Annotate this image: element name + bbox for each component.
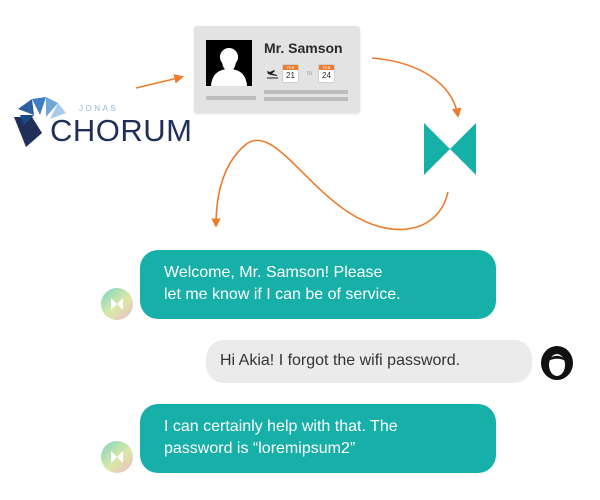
- jonas-chorum-logo: JONAS CHORUM: [12, 95, 192, 150]
- logo-chorum-text: CHORUM: [50, 113, 193, 148]
- checkin-calendar-icon: FEB 21: [282, 64, 299, 83]
- chat-bubble-bot: Welcome, Mr. Samson! Please let me know …: [140, 250, 496, 319]
- checkin-day: 21: [286, 71, 295, 80]
- guest-name: Mr. Samson: [264, 40, 343, 56]
- placeholder-line: [206, 96, 256, 100]
- airplane-arrival-icon: [267, 70, 278, 79]
- date-range-connector: to: [307, 71, 313, 77]
- akia-bowtie-icon: [111, 298, 123, 310]
- arrow-bowtie-to-chat: [211, 139, 449, 231]
- arrow-card-to-bowtie: [371, 57, 462, 118]
- bot-avatar: [101, 441, 133, 473]
- chat-bubble-user: Hi Akia! I forgot the wifi password.: [206, 340, 532, 383]
- chorum-emblem-icon: [14, 97, 66, 147]
- message-line: I can certainly help with that. The: [164, 418, 398, 435]
- logo-jonas-text: JONAS: [79, 104, 119, 113]
- bot-avatar: [101, 288, 133, 320]
- akia-bowtie-icon: [111, 451, 123, 463]
- checkout-month: FEB: [319, 65, 334, 70]
- checkin-month: FEB: [283, 65, 298, 70]
- guest-profile-card: Mr. Samson FEB 21 to FEB 24: [194, 26, 360, 113]
- placeholder-line: [264, 90, 348, 94]
- placeholder-line: [264, 97, 348, 101]
- message-line: Welcome, Mr. Samson! Please: [164, 264, 383, 281]
- checkout-day: 24: [322, 71, 331, 80]
- chat-bubble-bot: I can certainly help with that. The pass…: [140, 404, 496, 473]
- message-line: Hi Akia! I forgot the wifi password.: [220, 352, 461, 369]
- akia-bowtie-icon: [424, 123, 476, 175]
- message-line: let me know if I can be of service.: [164, 286, 401, 303]
- message-line: password is “loremipsum2”: [164, 440, 356, 457]
- arrow-logo-to-card: [135, 74, 184, 89]
- user-avatar-icon: [541, 346, 573, 380]
- checkout-calendar-icon: FEB 24: [318, 64, 335, 83]
- person-silhouette-icon: [206, 40, 252, 86]
